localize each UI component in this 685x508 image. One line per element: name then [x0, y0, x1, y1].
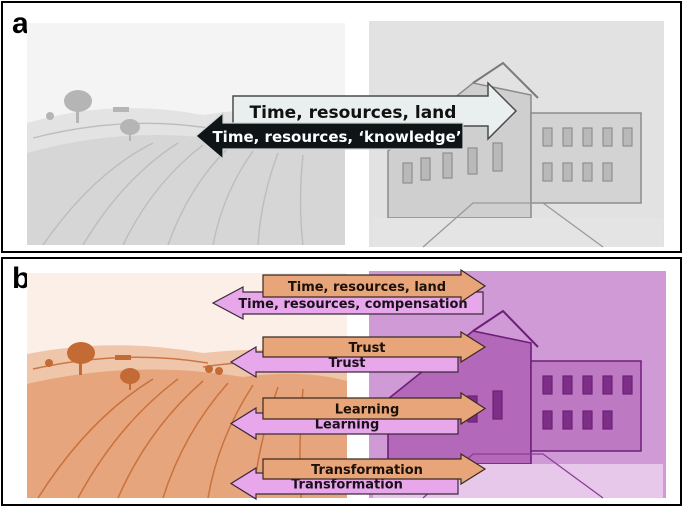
- panel-b: b: [1, 257, 682, 506]
- arrow-left-b-label: Learning: [315, 418, 380, 433]
- arrow-left-a: Time, resources, ‘knowledge’: [195, 111, 464, 161]
- panel-a: a: [1, 1, 682, 253]
- arrow-left-b-label: Transformation: [291, 478, 403, 493]
- arrow-right-b-label: Learning: [335, 403, 400, 418]
- arrow-pair: Time, resources, compensation Time, resou…: [211, 268, 487, 320]
- panel-a-illustration: Time, resources, land Time, resources, ‘…: [27, 21, 664, 248]
- arrow-right-b-label: Trust: [348, 341, 385, 356]
- arrow-right-b: [262, 452, 487, 486]
- arrow-right-b: [262, 330, 487, 364]
- panel-b-letter: b: [12, 262, 31, 295]
- arrow-pairs: Time, resources, compensation Time, resou…: [211, 268, 487, 501]
- arrow-left-a-label: Time, resources, ‘knowledge’: [212, 128, 461, 146]
- arrow-right-a-label: Time, resources, land: [250, 103, 457, 123]
- arrow-right-b-label: Time, resources, land: [288, 280, 446, 295]
- arrow-right-b: [262, 391, 487, 426]
- panel-a-letter: a: [12, 7, 29, 40]
- arrow-left-b-label: Trust: [328, 356, 365, 371]
- arrow-right-b: [262, 268, 487, 304]
- panel-b-illustration: Time, resources, compensation Time, resou…: [27, 268, 666, 501]
- arrow-right-b-label: Transformation: [311, 463, 423, 478]
- arrow-left-b-label: Time, resources, compensation: [238, 297, 467, 312]
